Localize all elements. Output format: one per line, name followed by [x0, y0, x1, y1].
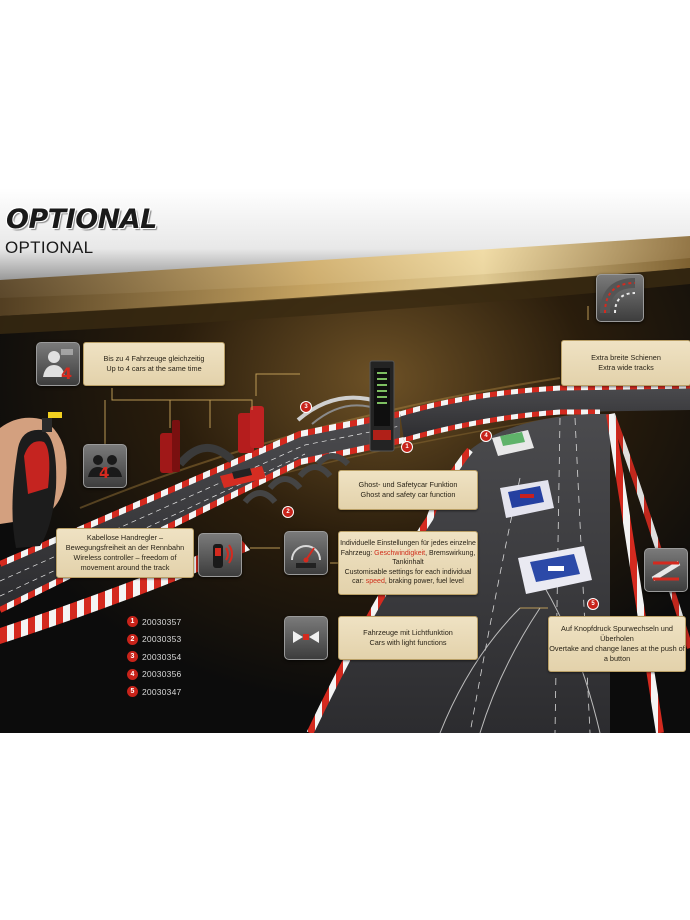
- legend-number: 1: [127, 616, 138, 628]
- callout-settings-en: Customisable settings for each individua…: [344, 568, 472, 586]
- legend-number: 5: [127, 686, 138, 698]
- callout-controller-en: Wireless controller – freedom of movemen…: [73, 553, 177, 572]
- callout-wide-tracks: Extra breite Schienen Extra wide tracks: [561, 340, 690, 386]
- car-lights-icon: [284, 616, 328, 660]
- callout-wireless-controller: Kabellose Handregler – Bewegungsfreiheit…: [56, 528, 194, 578]
- four-drivers-icon: 4: [83, 444, 127, 488]
- callout-lane-change: Auf Knopfdruck Spurwechseln und Überhole…: [548, 616, 686, 672]
- legend-number: 2: [127, 633, 138, 645]
- track-marker-4: 4: [480, 430, 492, 442]
- callout-wide-en: Extra wide tracks: [598, 363, 654, 372]
- callout-four-cars: Bis zu 4 Fahrzeuge gleichzeitig Up to 4 …: [83, 342, 225, 386]
- callout-ghost-en: Ghost and safety car function: [360, 490, 456, 499]
- callout-four-cars-en: Up to 4 cars at the same time: [106, 364, 202, 373]
- callout-car-lights: Fahrzeuge mit Lichtfunktion Cars with li…: [338, 616, 478, 660]
- legend-item: 3 20030354: [127, 648, 181, 666]
- legend-number: 4: [127, 668, 138, 680]
- callout-four-cars-de: Bis zu 4 Fahrzeuge gleichzeitig: [103, 354, 205, 363]
- track-marker-5: 5: [587, 598, 599, 610]
- four-cars-icon: 4: [36, 342, 80, 386]
- header-subtitle: OPTIONAL: [5, 238, 94, 257]
- callout-wide-de: Extra breite Schienen: [591, 353, 661, 362]
- red-race-car: [220, 466, 266, 488]
- callout-ghost-de: Ghost- und Safetycar Funktion: [358, 480, 458, 489]
- callout-lights-de: Fahrzeuge mit Lichtfunktion: [363, 628, 453, 637]
- legend-item: 1 20030357: [127, 613, 181, 631]
- four-drivers-count: 4: [99, 464, 109, 482]
- callout-lights-en: Cars with light functions: [369, 638, 447, 647]
- callout-ghost-safetycar: Ghost- und Safetycar Funktion Ghost and …: [338, 470, 478, 510]
- lane-change-icon: [644, 548, 688, 592]
- legend-code: 20030354: [142, 651, 182, 662]
- legend-code: 20030347: [142, 686, 182, 697]
- wide-track-icon: [596, 274, 644, 322]
- wireless-controller-icon: [198, 533, 242, 577]
- callout-lanes-en: Overtake and change lanes at the push of…: [549, 644, 685, 663]
- header-title: OPTIONAL: [6, 204, 157, 235]
- legend-code: 20030356: [142, 669, 182, 680]
- legend-item: 2 20030353: [127, 631, 181, 649]
- legend-number: 3: [127, 651, 138, 663]
- callout-controller-de: Kabellose Handregler – Bewegungsfreiheit…: [65, 533, 185, 552]
- callout-settings-de: Individuelle Einstellungen für jedes ein…: [340, 540, 476, 567]
- track-marker-3: 3: [300, 401, 312, 413]
- legend-code: 20030353: [142, 634, 182, 645]
- product-feature-scene: OPTIONAL OPTIONAL 4 4: [0, 188, 690, 733]
- legend-item: 5 20030347: [127, 683, 181, 701]
- legend-code: 20030357: [142, 616, 182, 627]
- speedometer-icon: [284, 531, 328, 575]
- track-marker-2: 2: [282, 506, 294, 518]
- legend-item: 4 20030356: [127, 666, 181, 684]
- article-number-legend: 1 20030357 2 20030353 3 20030354 4 20030…: [127, 613, 181, 701]
- track-marker-1: 1: [401, 441, 413, 453]
- four-cars-count: 4: [61, 364, 72, 383]
- callout-lanes-de: Auf Knopfdruck Spurwechseln und Überhole…: [561, 624, 673, 643]
- callout-individual-settings: Individuelle Einstellungen für jedes ein…: [338, 531, 478, 595]
